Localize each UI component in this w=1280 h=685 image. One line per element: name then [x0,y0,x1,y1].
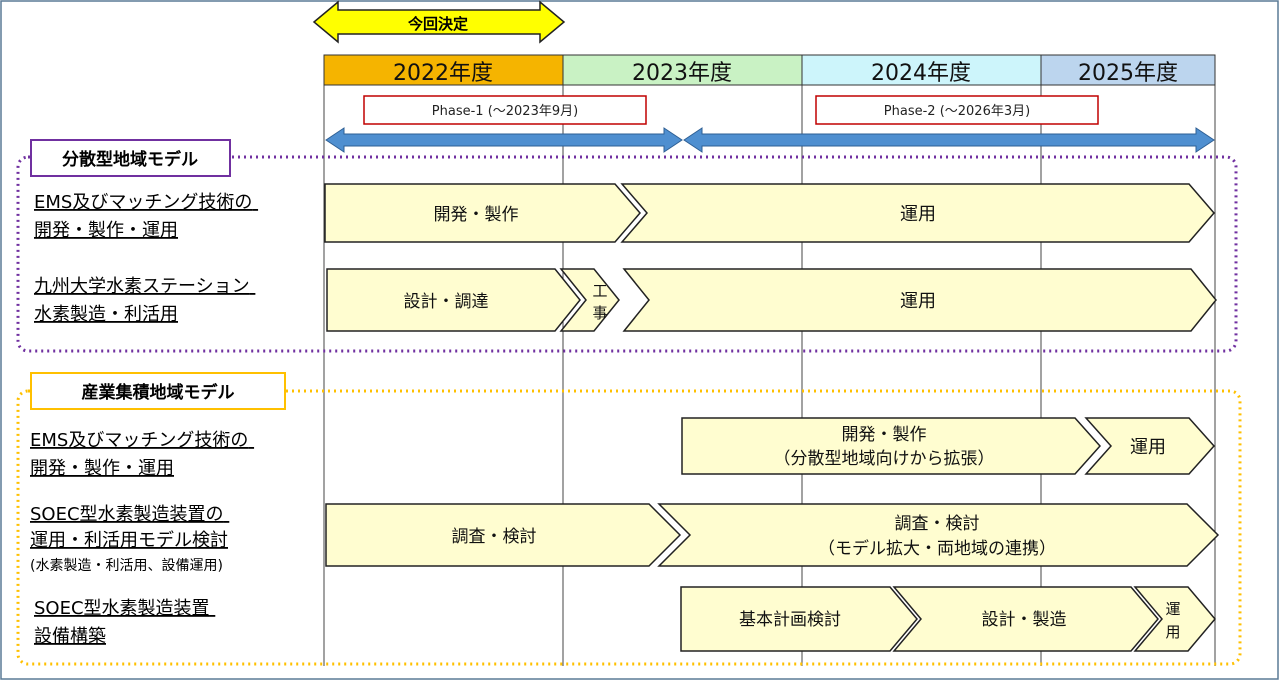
row-label-line: EMS及びマッチング技術の [34,192,252,213]
chevron-label: 運用 [1130,437,1166,458]
chevron-stage [325,503,682,567]
phase-labels: Phase-1 (～2023年9月) Phase-2 (～2026年3月) [363,95,1099,125]
row-label: 九州大学水素ステーション 水素製造・利活用 [34,276,255,325]
row-label-line: EMS及びマッチング技術の [30,430,248,451]
chevron-label: （分散型地域向けから拡張） [774,449,995,469]
chevron-label: 運用 [900,291,936,312]
phase-2-box [815,95,1099,125]
year-header: 2022年度 2023年度 2024年度 2025年度 [323,54,1216,86]
chevron-stage [622,268,1217,332]
year-cell-2025 [1040,54,1216,86]
chevron-label: 設計・調達 [404,292,489,312]
chevron-label: 調査・検討 [895,514,980,534]
chevron-stage [559,268,620,332]
section-distributed: 分散型地域モデル [16,139,1238,353]
year-label-2022: 2022年度 [393,61,493,86]
row-note: (水素製造・利活用、設備運用) [30,558,223,574]
decision-marker: 今回決定 [312,0,566,44]
row-label: EMS及びマッチング技術の 開発・製作・運用 [30,430,254,479]
phase-arrows [325,127,1215,153]
chevron-label: 設計・製造 [982,610,1067,630]
chevron-stage [681,417,1102,475]
phase-2-arrow [683,127,1215,153]
chevron-label: 基本計画検討 [739,610,841,630]
chevron-stage [326,268,581,332]
phase-1-arrow [325,127,683,153]
year-cell-2023 [562,54,803,86]
phase-1-box [363,95,647,125]
year-label-2025: 2025年度 [1078,61,1178,86]
chevron-label: 調査・検討 [452,527,537,547]
decision-arrow [312,0,566,44]
row-label-line: SOEC型水素製造装置 [34,598,210,619]
year-label-2023: 2023年度 [632,61,732,86]
section-distributed-title: 分散型地域モデル [62,149,198,170]
schedule-chevrons [324,183,1220,652]
row-label: EMS及びマッチング技術の 開発・製作・運用 [34,192,258,241]
row-label: SOEC型水素製造装置 設備構築 [34,598,215,647]
row-label-line: 水素製造・利活用 [34,304,178,325]
section-industrial-border [16,389,1242,666]
section-industrial: 産業集積地域モデル [16,372,1242,666]
row-label: SOEC型水素製造装置の 運用・利活用モデル検討 [30,504,229,551]
phase-1-label: Phase-1 (～2023年9月) [432,104,578,119]
chevron-stage [892,586,1159,652]
chevron-stage [1084,417,1216,475]
chevron-label: 事 [592,304,607,322]
section-distributed-title-box [30,139,231,177]
chevron-label: 開発・製作 [434,205,519,225]
chevron-label: 運 [1165,600,1180,618]
decision-label: 今回決定 [407,15,468,33]
chevron-stage [324,183,641,243]
chevron-label: 開発・製作 [842,425,927,445]
row-label-line: 九州大学水素ステーション [34,276,250,297]
chevron-label: （モデル拡大・両地域の連携） [818,538,1056,559]
chevron-stage [680,586,918,652]
year-label-2024: 2024年度 [871,61,971,86]
chevron-labels: 開発・製作 運用 設計・調達 工 事 運用 開発・製作 （分散型地域向けから拡張… [404,204,1181,641]
chevron-label: 運用 [900,204,936,225]
section-industrial-title: 産業集積地域モデル [82,382,235,403]
chevron-label: 工 [592,282,607,300]
row-label-line: SOEC型水素製造装置の [30,504,224,525]
section-industrial-title-box [30,372,286,410]
chevron-label: 用 [1165,623,1180,641]
chevron-stage [620,183,1215,243]
phase-2-label: Phase-2 (～2026年3月) [884,104,1030,119]
row-label-line: 設備構築 [34,626,106,647]
row-label-line: 運用・利活用モデル検討 [30,530,228,551]
row-label-line: 開発・製作・運用 [34,220,178,241]
chevron-stage [657,503,1220,567]
chevron-stage [1133,586,1216,652]
row-label-line: 開発・製作・運用 [30,458,174,479]
row-labels: EMS及びマッチング技術の 開発・製作・運用 九州大学水素ステーション 水素製造… [30,192,258,647]
year-cell-2024 [801,54,1042,86]
year-gridlines [323,55,1216,666]
